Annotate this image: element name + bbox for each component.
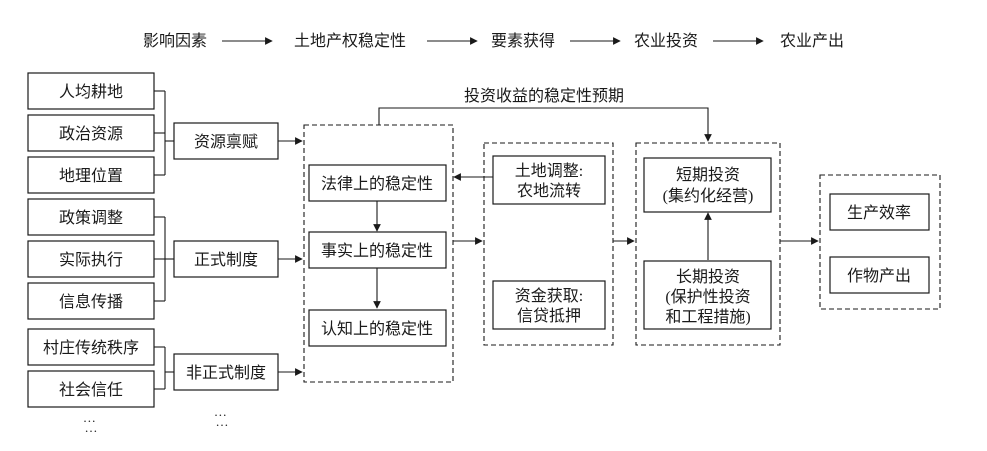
output-box-efficiency — [829, 193, 930, 231]
factor-brackets — [154, 90, 174, 390]
investment-label: 长期投资 — [676, 268, 740, 286]
factor-label: 政治资源 — [59, 125, 123, 143]
expectation-link: 投资收益的稳定性预期 — [378, 87, 712, 142]
mid-ellipsis: … … — [214, 404, 230, 429]
factor-box — [27, 156, 155, 194]
output-label: 生产效率 — [847, 204, 911, 222]
factor-label: 社会信任 — [59, 381, 123, 399]
factor-label: 信息传播 — [59, 293, 123, 311]
factor-label: 政策调整 — [59, 209, 123, 227]
factor-label: 村庄传统秩序 — [43, 339, 139, 357]
stability-label: 认知上的稳定性 — [321, 320, 433, 338]
stability-label: 法律上的稳定性 — [321, 175, 433, 193]
investment-label: 和工程措施) — [665, 308, 750, 326]
factor-box — [27, 72, 155, 110]
element-label: 土地调整: — [515, 162, 583, 180]
expectation-label: 投资收益的稳定性预期 — [464, 87, 624, 105]
element-label: 信贷抵押 — [517, 307, 581, 325]
factor-label: 实际执行 — [59, 251, 123, 269]
factor-column: 人均耕地 政治资源 地理位置 政策调整 实际执行 信息传播 村庄传统秩序 社会信… — [27, 72, 155, 435]
investment-group: 短期投资 (集约化经营) 长期投资 (保护性投资 和工程措施) — [635, 142, 781, 346]
element-box-credit — [492, 280, 606, 330]
chain-item-investment: 农业投资 — [634, 32, 698, 50]
investment-label: (集约化经营) — [663, 187, 754, 205]
factor-label: 人均耕地 — [59, 83, 123, 101]
investment-container — [635, 142, 781, 346]
output-label: 作物产出 — [847, 267, 911, 285]
mid-label: 资源禀赋 — [194, 132, 258, 151]
chain-item-factors: 影响因素 — [143, 32, 207, 50]
output-group: 生产效率 作物产出 — [819, 174, 941, 310]
element-label: 农地流转 — [517, 182, 581, 200]
expectation-arrow — [378, 107, 712, 142]
mid-box-formal-institution — [173, 240, 279, 278]
output-box-yield — [829, 256, 930, 294]
factor-ellipsis: … … — [83, 410, 99, 435]
investment-label: (保护性投资 — [665, 288, 750, 306]
element-label: 资金获取: — [515, 287, 583, 305]
stability-group: 法律上的稳定性 事实上的稳定性 认知上的稳定性 — [303, 124, 454, 383]
mid-label: 正式制度 — [194, 251, 258, 269]
investment-label: 短期投资 — [676, 166, 740, 184]
elements-container — [483, 142, 614, 346]
chain-item-factor-access: 要素获得 — [491, 32, 555, 50]
factor-label: 地理位置 — [59, 167, 123, 185]
stability-box-defacto — [308, 231, 447, 269]
output-container — [819, 174, 941, 310]
mid-labels: 资源禀赋 正式制度 非正式制度 … … — [173, 122, 303, 429]
stability-label: 事实上的稳定性 — [321, 242, 433, 260]
factor-box — [27, 198, 155, 236]
top-chain: 影响因素 土地产权稳定性 要素获得 农业投资 农业产出 — [143, 32, 844, 50]
chain-item-tenure-stability: 土地产权稳定性 — [294, 32, 406, 50]
elements-group: 土地调整: 农地流转 资金获取: 信贷抵押 — [453, 142, 614, 346]
stability-box-perceived — [308, 309, 447, 347]
stability-box-legal — [308, 164, 447, 202]
factor-box — [27, 114, 155, 152]
investment-box-long — [643, 260, 772, 330]
mid-label: 非正式制度 — [186, 364, 266, 382]
element-box-land-adjustment — [492, 155, 606, 205]
factor-box — [27, 282, 155, 320]
chain-item-output: 农业产出 — [780, 32, 844, 50]
investment-box-short — [643, 157, 772, 213]
